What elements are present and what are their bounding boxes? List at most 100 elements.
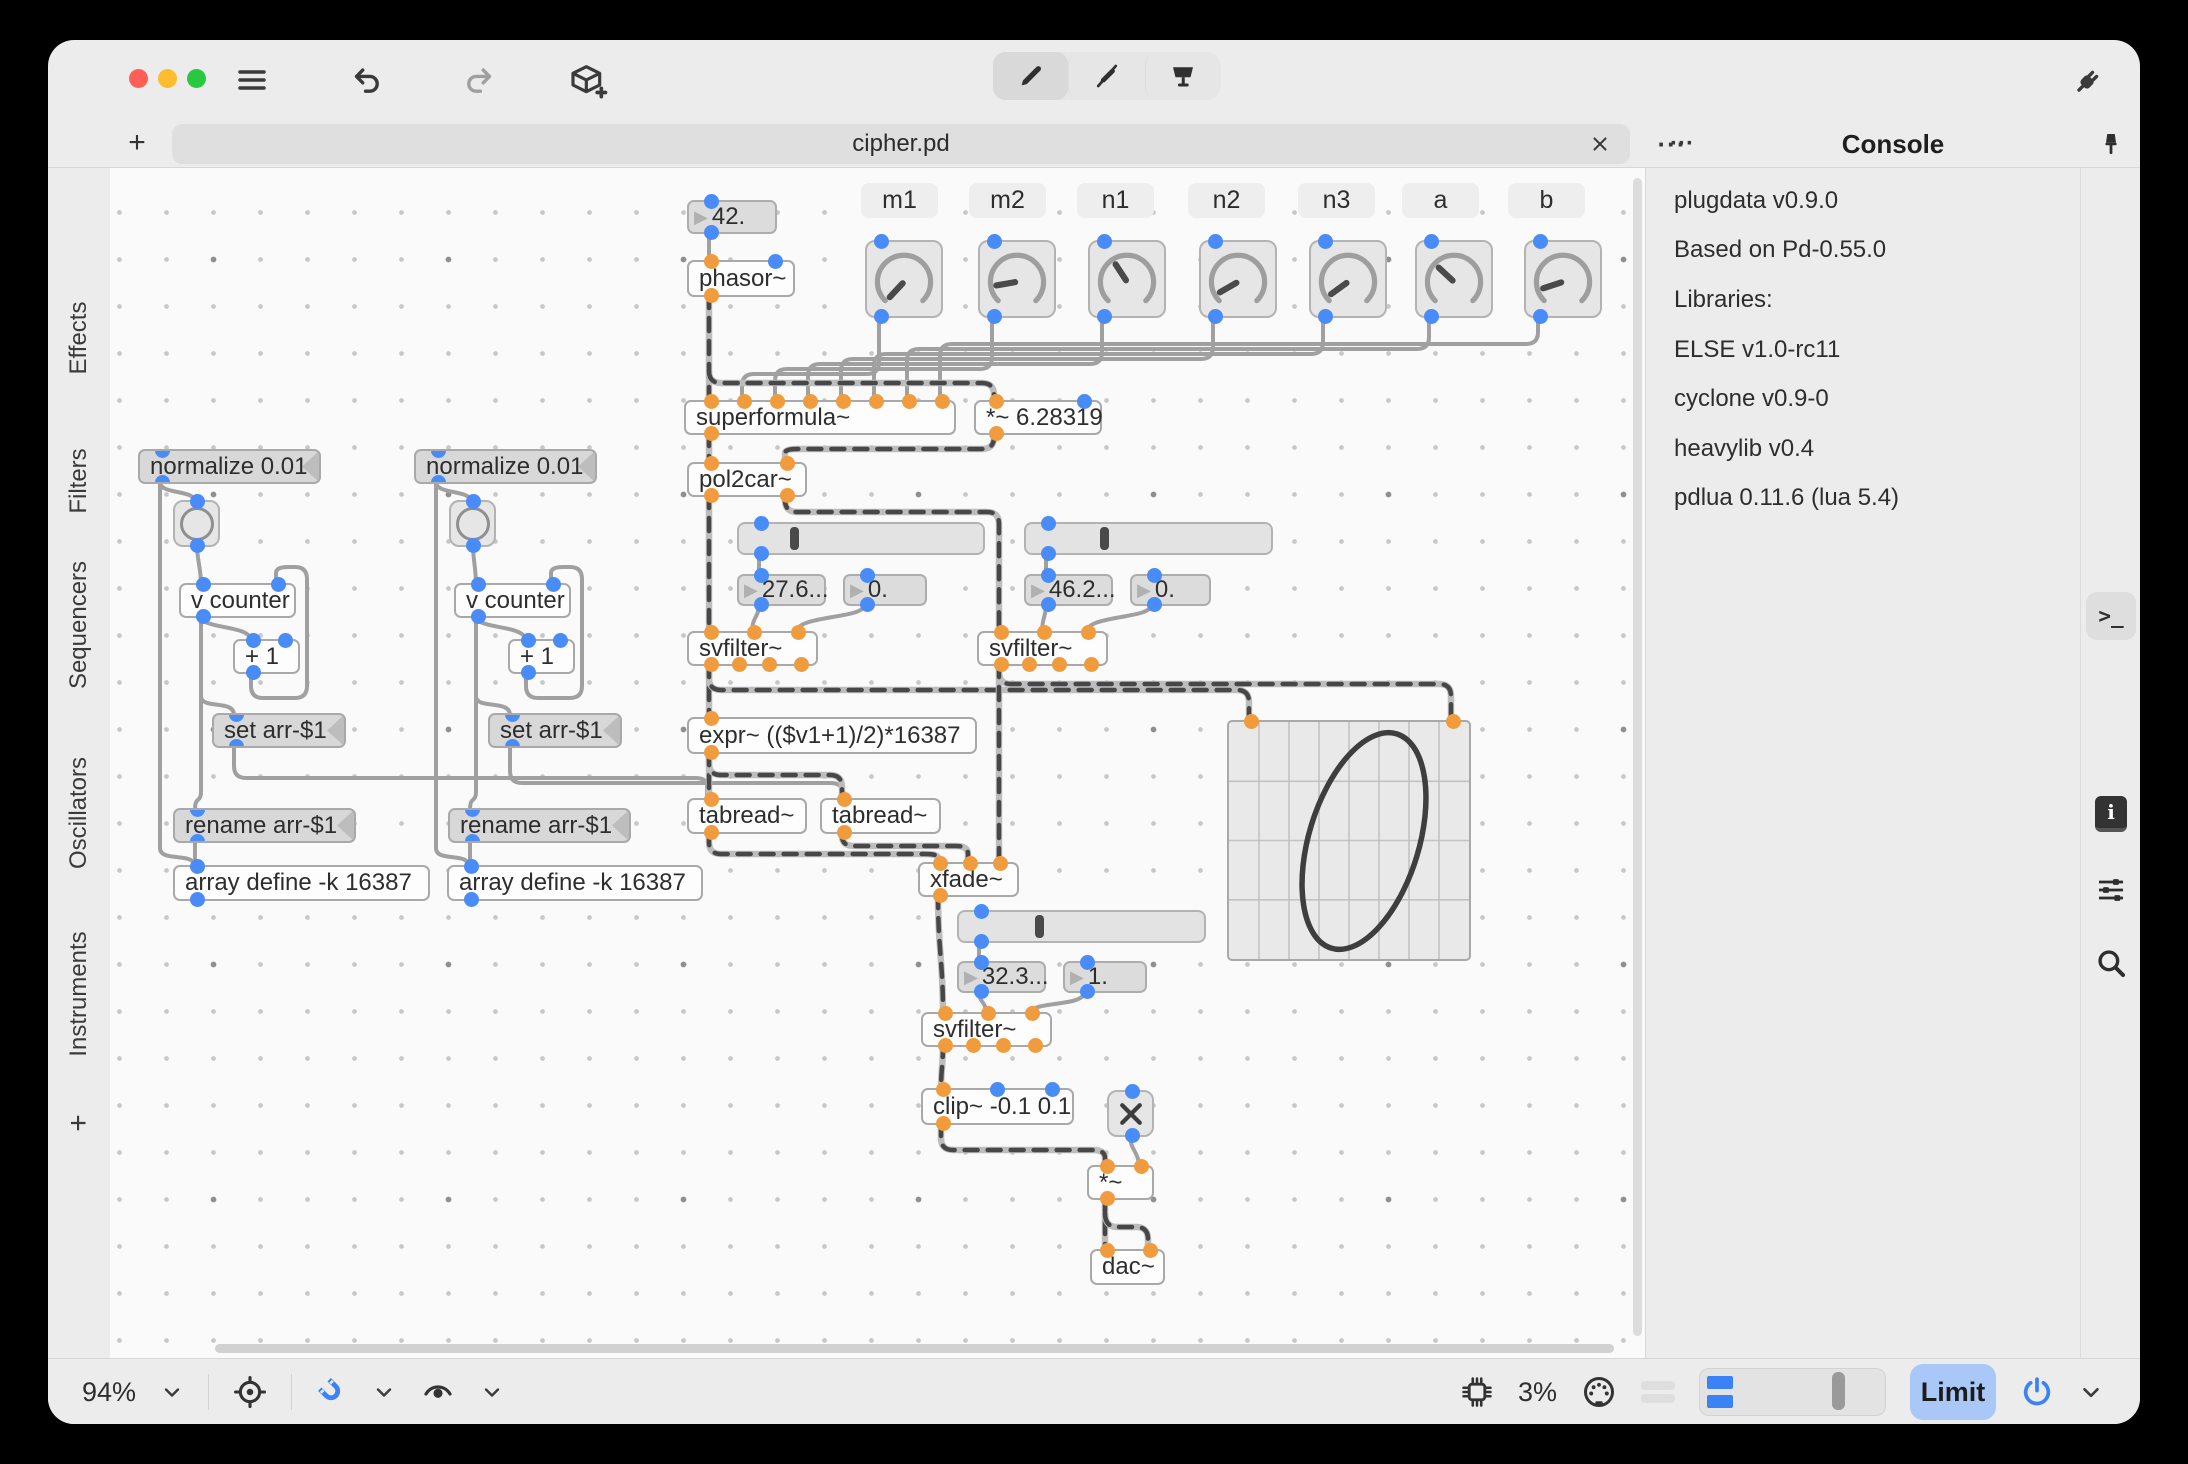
outlet[interactable] <box>974 934 989 949</box>
outlet[interactable] <box>704 225 719 240</box>
outlet[interactable] <box>1080 984 1095 999</box>
inlet[interactable] <box>990 1082 1005 1097</box>
obj-pol2car[interactable]: pol2car~ <box>687 462 807 497</box>
edit-mode-button[interactable] <box>993 52 1068 100</box>
inlet[interactable] <box>1037 625 1052 640</box>
inlet[interactable] <box>1077 394 1092 409</box>
inlet[interactable] <box>1147 568 1162 583</box>
toggle-x[interactable] <box>1107 1090 1154 1137</box>
label-m1[interactable]: m1 <box>861 183 938 218</box>
inlet[interactable] <box>902 394 917 409</box>
inlet[interactable] <box>754 568 769 583</box>
slider-1[interactable] <box>737 522 985 555</box>
numbox-32-3[interactable]: ▶32.3... <box>957 961 1046 993</box>
outlet[interactable] <box>704 488 719 503</box>
inlet[interactable] <box>791 625 806 640</box>
inlet[interactable] <box>704 254 719 269</box>
obj-array-define-right[interactable]: array define -k 16387 <box>447 865 703 901</box>
inlet[interactable] <box>190 859 205 874</box>
label-n1[interactable]: n1 <box>1077 183 1154 218</box>
overlay-chevron-icon[interactable] <box>480 1380 504 1404</box>
main-menu-icon[interactable] <box>234 64 270 96</box>
outlet[interactable] <box>505 739 520 748</box>
new-tab-button[interactable]: + <box>120 126 154 160</box>
obj-xfade[interactable]: xfade~ <box>918 862 1019 897</box>
snap-chevron-icon[interactable] <box>372 1380 396 1404</box>
volume-handle[interactable] <box>1832 1372 1845 1410</box>
inlet[interactable] <box>271 577 286 592</box>
outlet[interactable] <box>794 657 809 672</box>
inlet[interactable] <box>874 234 889 249</box>
outlet[interactable] <box>1533 309 1548 324</box>
inlet[interactable] <box>987 234 1002 249</box>
zoom-chevron-icon[interactable] <box>160 1380 184 1404</box>
knob-n2[interactable] <box>1199 240 1277 318</box>
outlet[interactable] <box>466 538 481 553</box>
outlet[interactable] <box>431 475 446 484</box>
outlet[interactable] <box>464 892 479 907</box>
inlet[interactable] <box>747 625 762 640</box>
bang-left[interactable] <box>173 500 220 547</box>
inlet[interactable] <box>989 394 1004 409</box>
redo-icon[interactable] <box>460 63 498 97</box>
inlet[interactable] <box>704 711 719 726</box>
knob-m2[interactable] <box>978 240 1056 318</box>
center-canvas-icon[interactable] <box>233 1375 267 1409</box>
inlet[interactable] <box>1424 234 1439 249</box>
audio-settings-chevron-icon[interactable] <box>2078 1379 2104 1405</box>
inlet[interactable] <box>768 254 783 269</box>
inlet[interactable] <box>981 1006 996 1021</box>
inlet[interactable] <box>1097 234 1112 249</box>
inlet[interactable] <box>229 713 244 722</box>
obj-svfilter-bottom[interactable]: svfilter~ <box>921 1012 1052 1047</box>
parameters-icon[interactable] <box>2094 874 2128 906</box>
outlet[interactable] <box>704 288 719 303</box>
outlet[interactable] <box>996 1038 1011 1053</box>
inlet[interactable] <box>1446 714 1461 729</box>
inlet[interactable] <box>1041 568 1056 583</box>
sidebar-category-filters[interactable]: Filters <box>65 448 93 513</box>
knob-a[interactable] <box>1415 240 1493 318</box>
outlet[interactable] <box>1028 1038 1043 1053</box>
label-n2[interactable]: n2 <box>1188 183 1265 218</box>
inlet[interactable] <box>521 633 536 648</box>
inlet[interactable] <box>1081 625 1096 640</box>
knob-n1[interactable] <box>1088 240 1166 318</box>
inlet[interactable] <box>1100 1159 1115 1174</box>
inlet[interactable] <box>803 394 818 409</box>
outlet[interactable] <box>1100 1191 1115 1206</box>
obj-vcounter-left[interactable]: v counter <box>179 583 296 618</box>
label-n3[interactable]: n3 <box>1298 183 1375 218</box>
outlet[interactable] <box>465 834 480 843</box>
pin-icon[interactable] <box>2096 128 2126 165</box>
outlet[interactable] <box>704 825 719 840</box>
outlet[interactable] <box>1022 657 1037 672</box>
outlet[interactable] <box>190 538 205 553</box>
numbox-0-right[interactable]: ▶0. <box>1130 574 1211 606</box>
msg-rename-left[interactable]: rename arr-$1 <box>173 808 356 843</box>
label-b[interactable]: b <box>1508 183 1585 218</box>
inlet[interactable] <box>869 394 884 409</box>
inlet[interactable] <box>465 808 480 817</box>
msg-normalize-right[interactable]: normalize 0.01 <box>414 449 597 484</box>
undo-icon[interactable] <box>348 63 386 97</box>
console-tab-icon[interactable]: >_ <box>2086 592 2136 640</box>
inlet[interactable] <box>704 194 719 209</box>
inlet[interactable] <box>1208 234 1223 249</box>
patch-canvas[interactable]: ▶42.phasor~m1m2n1n2n3absuperformula~*~ 6… <box>110 168 1645 1358</box>
inlet[interactable] <box>431 449 446 458</box>
documentation-icon[interactable]: i <box>2095 796 2127 832</box>
numbox-0-left[interactable]: ▶0. <box>843 574 927 606</box>
inlet[interactable] <box>1533 234 1548 249</box>
outlet[interactable] <box>994 657 1009 672</box>
inlet[interactable] <box>974 955 989 970</box>
outlet[interactable] <box>471 609 486 624</box>
msg-rename-right[interactable]: rename arr-$1 <box>448 808 631 843</box>
presentation-mode-button[interactable] <box>1145 52 1221 100</box>
inlet[interactable] <box>837 792 852 807</box>
outlet[interactable] <box>229 739 244 748</box>
obj-plus1-right[interactable]: + 1 <box>508 639 575 674</box>
numbox-1[interactable]: ▶1. <box>1063 961 1147 993</box>
inlet[interactable] <box>963 856 978 871</box>
inlet[interactable] <box>1100 1243 1115 1258</box>
